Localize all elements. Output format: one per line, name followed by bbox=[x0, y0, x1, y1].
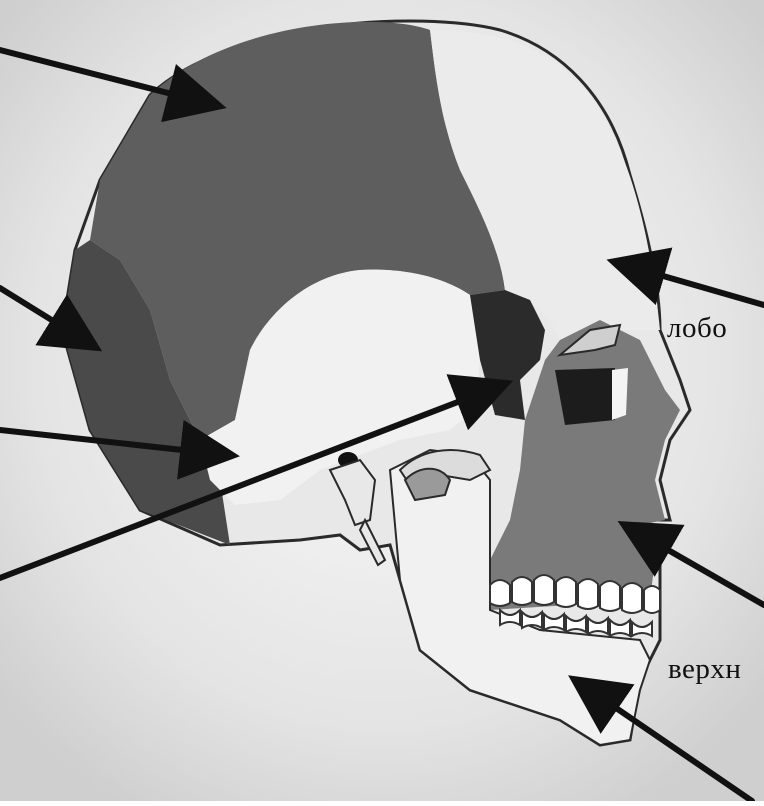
eye-socket bbox=[555, 368, 615, 425]
coronoid-process bbox=[405, 469, 450, 500]
label-frontal: лобо bbox=[667, 312, 727, 345]
label-upper-jaw: верхн bbox=[668, 653, 741, 686]
eye-socket-highlight bbox=[612, 368, 628, 420]
